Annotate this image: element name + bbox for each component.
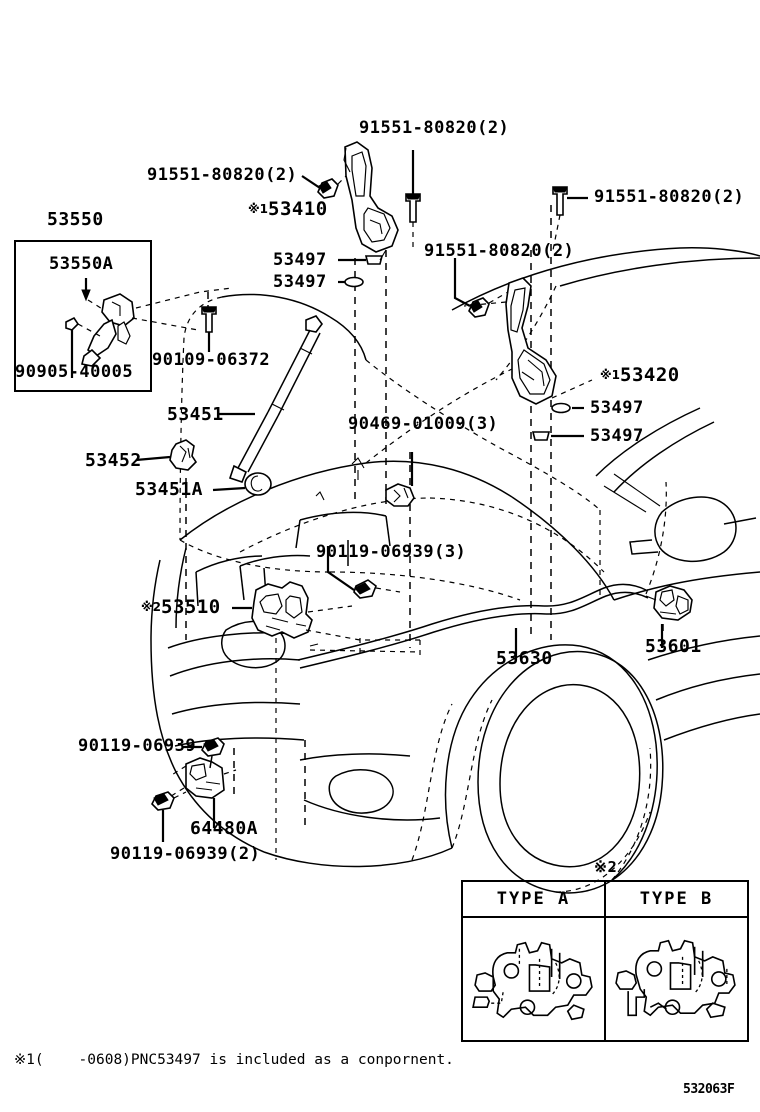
label-91551-80820-top: 91551-80820(2) (359, 118, 510, 138)
part-53510-hood-lock (232, 581, 421, 656)
label-53410: ※153410 (248, 200, 328, 219)
label-91551-80820-mid: 91551-80820(2) (424, 241, 575, 261)
label-53497-a: 53497 (273, 250, 327, 270)
part-90469-01009-clips (315, 452, 415, 507)
part-90119-06939-bolts (326, 546, 401, 599)
type-b-illustration (606, 918, 747, 1040)
label-53451: 53451 (167, 404, 224, 425)
label-53550: 53550 (47, 209, 104, 230)
figure-id: 532063F (683, 1082, 735, 1097)
label-91551-80820-right: 91551-80820(2) (594, 187, 745, 207)
label-64480A: 64480A (190, 818, 259, 839)
label-90119-06939-3: 90119-06939(3) (316, 542, 467, 562)
type-b-cell: TYPE B (604, 882, 747, 1040)
label-53510: ※253510 (141, 598, 221, 617)
part-64480A-bracket (151, 737, 237, 842)
label-53510-number: 53510 (161, 596, 221, 618)
type-inset-box: TYPE A (461, 880, 749, 1042)
vehicle-body-outline (150, 247, 760, 894)
label-53420: ※153420 (600, 366, 680, 385)
label-53497-d: 53497 (590, 426, 644, 446)
label-53410-number: 53410 (268, 198, 328, 220)
note-mark-53510: ※2 (141, 600, 162, 614)
inset-box-53550 (14, 240, 152, 392)
hood-inner-lines (195, 511, 391, 607)
note-mark-53410: ※1 (248, 202, 269, 216)
type-a-illustration (463, 918, 604, 1040)
label-91551-80820-left: 91551-80820(2) (147, 165, 298, 185)
vehicle-hidden-outline (179, 285, 667, 893)
label-53630: 53630 (496, 648, 553, 669)
note-mark-53420: ※1 (600, 368, 621, 382)
label-90119-06939-2: 90119-06939(2) (110, 844, 261, 864)
label-53451A: 53451A (135, 479, 204, 500)
part-53451-stay (135, 315, 323, 496)
part-53410-hinge (301, 141, 421, 288)
type-b-header: TYPE B (606, 882, 747, 918)
type-inset-mark: ※2 (594, 858, 618, 876)
label-90119-06939: 90119-06939 (78, 736, 197, 756)
label-90905-40005: 90905-40005 (15, 362, 134, 382)
part-53420-hinge (453, 186, 593, 441)
label-53497-c: 53497 (590, 398, 644, 418)
part-53630-cable (297, 583, 693, 669)
label-53601: 53601 (645, 636, 702, 657)
footnote-note-1: ※1( -0608)PNC53497 is included as a conp… (14, 1052, 454, 1068)
part-90109-06372-bolt (201, 306, 217, 352)
part-53550A-lever (65, 278, 233, 378)
label-53452: 53452 (85, 450, 142, 471)
type-a-header: TYPE A (463, 882, 604, 918)
label-53497-b: 53497 (273, 272, 327, 292)
assembly-dashed-axes (185, 205, 664, 830)
label-90469-01009: 90469-01009(3) (348, 414, 499, 434)
label-53420-number: 53420 (620, 364, 680, 386)
type-a-cell: TYPE A (463, 882, 604, 1040)
label-53550A: 53550A (49, 254, 114, 274)
label-90109-06372: 90109-06372 (152, 350, 271, 370)
